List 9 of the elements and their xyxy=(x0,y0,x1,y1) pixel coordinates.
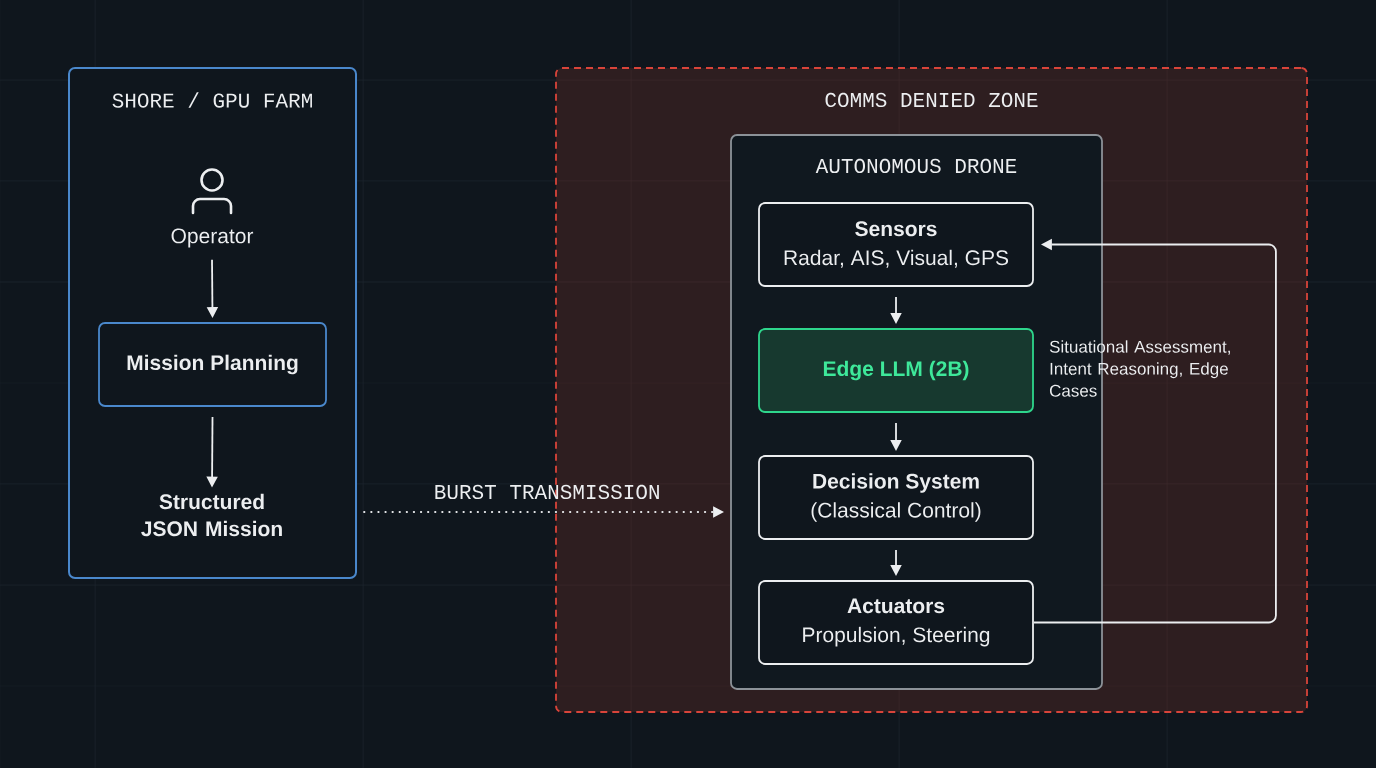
node-label: Structured JSON Mission xyxy=(141,493,282,537)
process-box: Sensors Radar, AIS, Visual, GPS xyxy=(758,202,1034,287)
side-note: Situational Assessment, Intent Reasoning, Edge Cases xyxy=(1049,340,1230,397)
process-box: Decision System (Classical Control) xyxy=(758,455,1034,540)
process-box: Edge LLM (2B) xyxy=(758,328,1034,413)
process-box: Mission Planning xyxy=(98,322,327,407)
process-box: Actuators Propulsion, Steering xyxy=(758,580,1034,665)
edge-label: BURST TRANSMISSION xyxy=(435,484,659,500)
node-label: Operator xyxy=(171,228,254,248)
